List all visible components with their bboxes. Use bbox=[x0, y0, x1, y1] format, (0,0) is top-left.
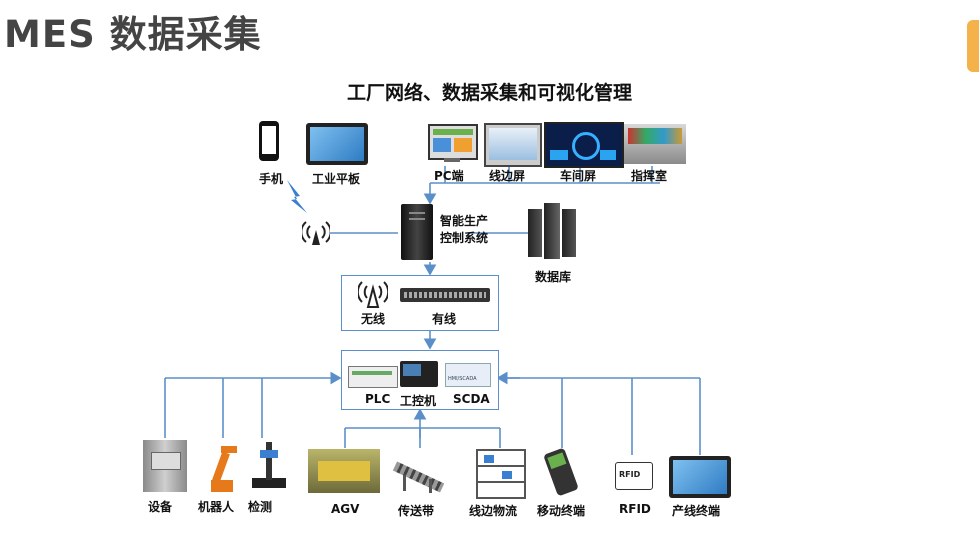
page-title: MES 数据采集 bbox=[4, 13, 262, 56]
line-terminal-icon bbox=[669, 456, 731, 498]
inspection-icon bbox=[252, 442, 286, 490]
label-inspection: 检测 bbox=[248, 500, 273, 514]
label-scada: SCDA bbox=[453, 392, 490, 406]
command-room-icon bbox=[624, 124, 686, 164]
agv-icon bbox=[308, 449, 380, 493]
label-conveyor: 传送带 bbox=[398, 504, 435, 518]
label-robot: 机器人 bbox=[198, 500, 235, 514]
label-server-line2: 控制系统 bbox=[440, 231, 489, 245]
pc-stand bbox=[444, 158, 460, 162]
label-command-room: 指挥室 bbox=[631, 169, 668, 183]
label-database: 数据库 bbox=[535, 270, 572, 284]
label-equipment: 设备 bbox=[148, 500, 173, 514]
label-mobile-terminal: 移动终端 bbox=[537, 504, 586, 518]
line-screen-icon bbox=[484, 123, 542, 167]
label-agv: AGV bbox=[331, 502, 360, 516]
conveyor-icon bbox=[392, 449, 445, 493]
robot-icon bbox=[205, 442, 239, 492]
label-line-screen: 线边屏 bbox=[489, 169, 526, 183]
industrial-pc-icon bbox=[400, 361, 438, 387]
scada-icon: HMI/SCADA bbox=[445, 363, 491, 387]
rfid-tag-text: RFID bbox=[619, 470, 641, 479]
diagram-title: 工厂网络、数据采集和可视化管理 bbox=[346, 82, 632, 104]
network-switch-icon bbox=[400, 288, 490, 302]
label-line-logistics: 线边物流 bbox=[469, 504, 518, 518]
server-icon bbox=[401, 204, 433, 260]
line-logistics-icon bbox=[476, 449, 526, 499]
label-wired: 有线 bbox=[432, 312, 457, 326]
label-wireless: 无线 bbox=[361, 312, 386, 326]
accent-tab bbox=[967, 20, 979, 72]
wireless-tower-icon bbox=[356, 280, 390, 308]
label-ipc: 工控机 bbox=[400, 394, 437, 408]
wifi-antenna-icon bbox=[300, 218, 332, 246]
tablet-icon bbox=[306, 123, 368, 165]
network-box bbox=[341, 275, 499, 331]
label-phone: 手机 bbox=[259, 172, 284, 186]
label-plc: PLC bbox=[365, 392, 391, 406]
label-workshop-screen: 车间屏 bbox=[560, 169, 597, 183]
equipment-icon bbox=[143, 440, 187, 492]
scada-icon-text: HMI/SCADA bbox=[448, 376, 477, 382]
label-server-line1: 智能生产 bbox=[440, 214, 489, 228]
database-icon bbox=[528, 203, 578, 259]
workshop-screen-icon bbox=[544, 122, 624, 168]
pc-icon bbox=[428, 124, 478, 160]
label-rfid: RFID bbox=[619, 502, 651, 516]
phone-icon bbox=[259, 121, 279, 161]
label-line-terminal: 产线终端 bbox=[672, 504, 721, 518]
label-tablet: 工业平板 bbox=[312, 172, 361, 186]
plc-icon bbox=[348, 366, 398, 388]
rfid-icon: RFID bbox=[615, 462, 653, 490]
label-pc: PC端 bbox=[434, 169, 464, 183]
